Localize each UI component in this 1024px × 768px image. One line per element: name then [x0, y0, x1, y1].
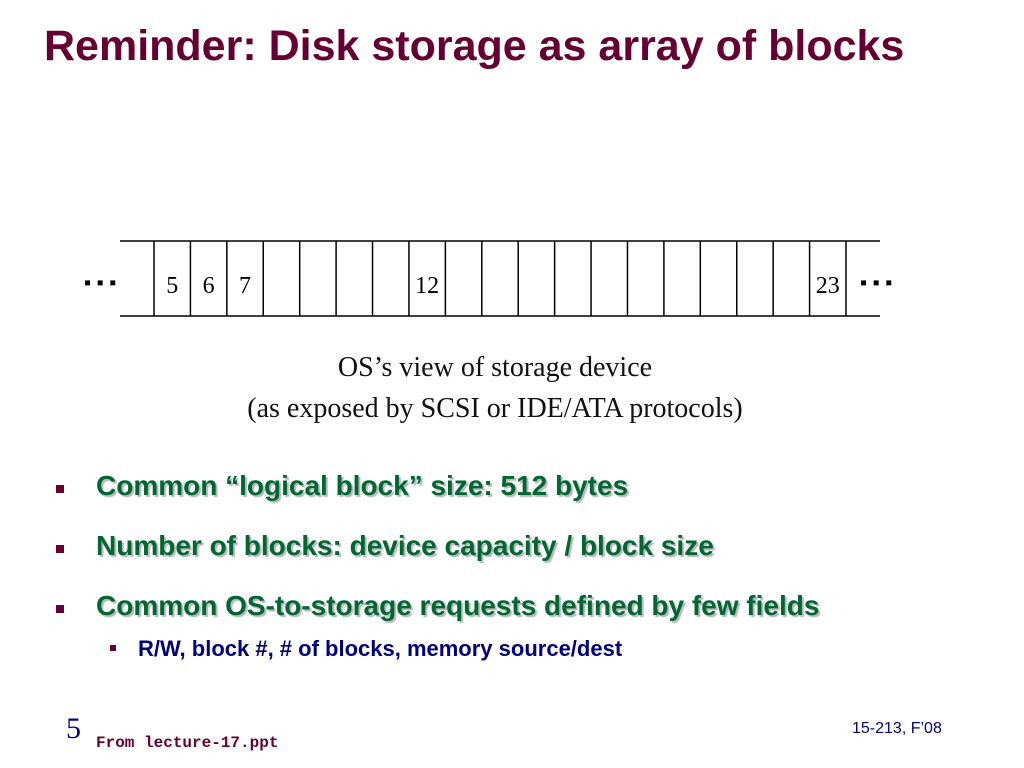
ellipsis-left: ▪ ▪ ▪ — [84, 272, 116, 294]
slide-title: Reminder: Disk storage as array of block… — [44, 22, 905, 70]
block-number-label: 12 — [415, 273, 439, 299]
block-number-label: 5 — [166, 273, 178, 299]
bullet-text: Number of blocks: device capacity / bloc… — [96, 530, 714, 561]
diagram-caption-line2: (as exposed by SCSI or IDE/ATA protocols… — [247, 393, 743, 424]
diagram-caption-line1: OS’s view of storage device — [337, 352, 653, 383]
bullet-text: Common “logical block” size: 512 bytes — [96, 470, 629, 501]
bullet-list: Common “logical block” size: 512 bytes N… — [54, 464, 1014, 644]
sub-bullet-item: R/W, block #, # of blocks, memory source… — [108, 634, 622, 664]
square-bullet-icon — [56, 605, 64, 613]
square-bullet-icon — [110, 645, 116, 651]
ellipsis-right: ▪ ▪ ▪ — [860, 272, 892, 294]
block-number-label: 6 — [203, 273, 215, 299]
sub-bullet-text: R/W, block #, # of blocks, memory source… — [138, 636, 623, 661]
page-number: 5 — [66, 712, 81, 745]
block-number-label: 7 — [239, 273, 251, 299]
course-label: 15-213, F’08 — [852, 720, 942, 737]
square-bullet-icon — [56, 545, 64, 553]
bullet-text: Common OS-to-storage requests defined by… — [96, 590, 820, 621]
bullet-item: Number of blocks: device capacity / bloc… — [54, 524, 1014, 584]
bullet-item: Common “logical block” size: 512 bytes — [54, 464, 1014, 524]
source-note: From lecture-17.ppt — [96, 734, 279, 752]
bullet-item: Common OS-to-storage requests defined by… — [54, 584, 1014, 644]
square-bullet-icon — [56, 485, 64, 493]
block-number-label: 23 — [816, 273, 840, 299]
